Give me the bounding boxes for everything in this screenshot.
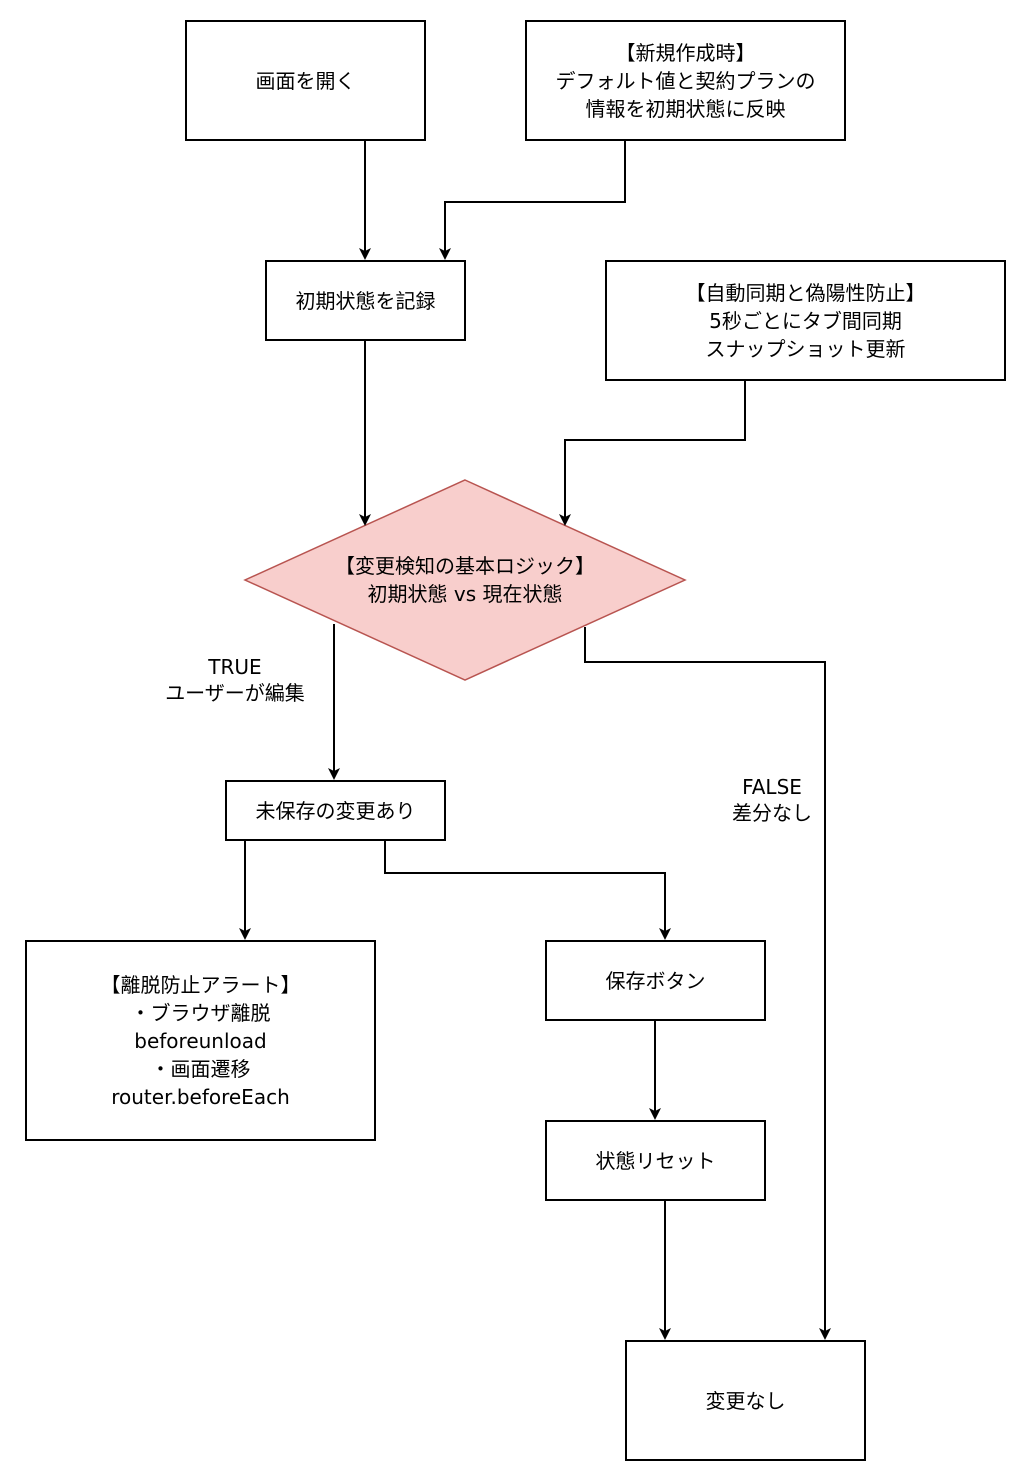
node-state-reset[interactable]: 状態リセット xyxy=(545,1120,766,1201)
decision-label: 【変更検知の基本ロジック】 初期状態 vs 現在状態 xyxy=(335,554,595,606)
node-unsaved-changes[interactable]: 未保存の変更あり xyxy=(225,780,446,841)
node-record-initial-label: 初期状態を記録 xyxy=(295,288,436,313)
edge-unsaved-to-save xyxy=(384,840,671,940)
node-leave-alert[interactable]: 【離脱防止アラート】 ・ブラウザ離脱 beforeunload ・画面遷移 ro… xyxy=(25,940,376,1141)
node-save-button-label: 保存ボタン xyxy=(605,968,706,993)
node-auto-sync-label: 【自動同期と偽陽性防止】 5秒ごとにタブ間同期 スナップショット更新 xyxy=(685,280,926,361)
node-no-change[interactable]: 変更なし xyxy=(625,1340,866,1461)
node-state-reset-label: 状態リセット xyxy=(595,1148,716,1173)
node-unsaved-changes-label: 未保存の変更あり xyxy=(255,798,416,823)
node-no-change-label: 変更なし xyxy=(705,1388,786,1413)
node-save-button[interactable]: 保存ボタン xyxy=(545,940,766,1021)
edge-new-to-record xyxy=(439,140,626,260)
edge-false-branch xyxy=(584,627,831,1340)
false-branch-label: FALSE 差分なし xyxy=(722,774,822,826)
edge-sync-to-decision xyxy=(559,380,746,526)
node-new-creation-label: 【新規作成時】 デフォルト値と契約プランの 情報を初期状態に反映 xyxy=(555,40,816,121)
node-auto-sync[interactable]: 【自動同期と偽陽性防止】 5秒ごとにタブ間同期 スナップショット更新 xyxy=(605,260,1006,381)
true-branch-label: TRUE ユーザーが編集 xyxy=(145,654,325,706)
decision-diamond[interactable] xyxy=(243,479,687,681)
node-open-screen-label: 画面を開く xyxy=(255,68,356,93)
node-record-initial[interactable]: 初期状態を記録 xyxy=(265,260,466,341)
node-new-creation[interactable]: 【新規作成時】 デフォルト値と契約プランの 情報を初期状態に反映 xyxy=(525,20,846,141)
node-leave-alert-label: 【離脱防止アラート】 ・ブラウザ離脱 beforeunload ・画面遷移 ro… xyxy=(100,972,301,1109)
node-open-screen[interactable]: 画面を開く xyxy=(185,20,426,141)
